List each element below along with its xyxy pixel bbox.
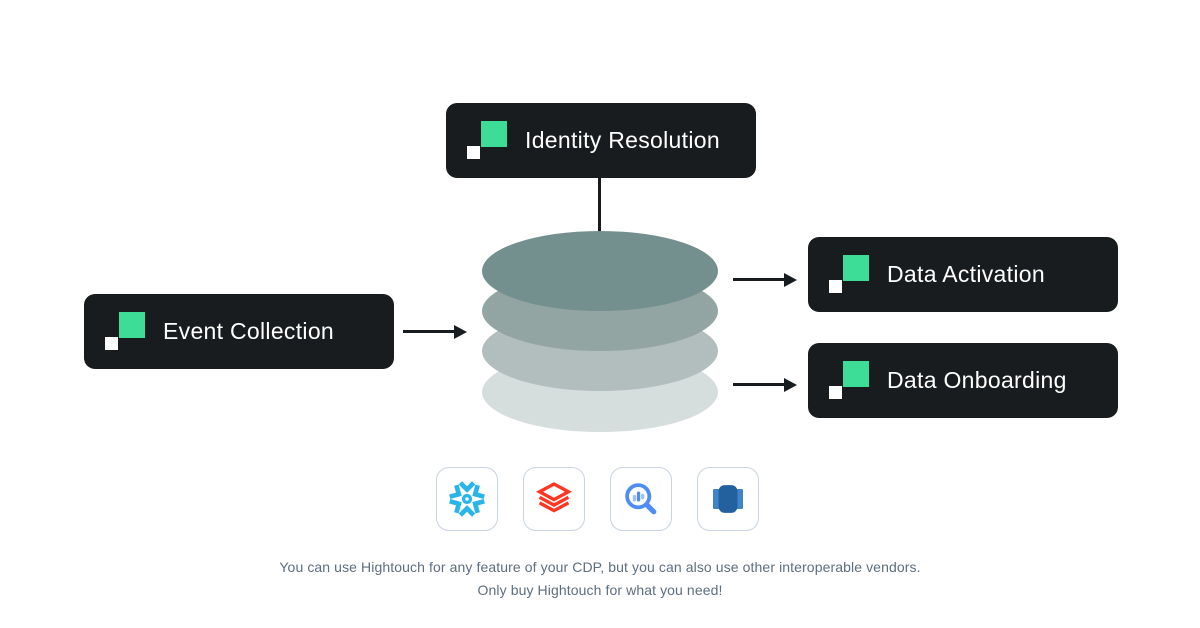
redshift-icon — [713, 485, 743, 513]
node-label: Event Collection — [163, 318, 334, 344]
vendor-tile-bigquery — [610, 467, 672, 531]
logo-white-square — [829, 280, 842, 293]
logo-white-square — [829, 386, 842, 399]
logo-green-square — [843, 255, 869, 281]
node-data-activation: Data Activation — [808, 237, 1118, 312]
node-event-collection: Event Collection — [84, 294, 394, 369]
bigquery-icon — [625, 483, 657, 515]
node-label: Identity Resolution — [525, 127, 720, 153]
arrow-warehouse-to-activation — [733, 278, 784, 281]
hightouch-logo-icon — [829, 255, 869, 294]
connector-identity-to-warehouse — [598, 178, 601, 238]
node-label: Data Activation — [887, 261, 1045, 287]
vendor-tile-databricks — [523, 467, 585, 531]
logo-green-square — [843, 361, 869, 387]
caption: You can use Hightouch for any feature of… — [0, 556, 1200, 602]
caption-line-1: You can use Hightouch for any feature of… — [279, 559, 921, 575]
logo-green-square — [481, 121, 507, 147]
vendor-tile-redshift — [697, 467, 759, 531]
snowflake-icon — [449, 481, 485, 517]
hightouch-logo-icon — [105, 312, 145, 351]
hightouch-logo-icon — [829, 361, 869, 400]
arrow-event-to-warehouse — [403, 330, 454, 333]
arrow-warehouse-to-onboarding — [733, 383, 784, 386]
node-identity-resolution: Identity Resolution — [446, 103, 756, 178]
node-data-onboarding: Data Onboarding — [808, 343, 1118, 418]
logo-white-square — [467, 146, 480, 159]
databricks-icon — [536, 482, 572, 513]
vendor-tile-snowflake — [436, 467, 498, 531]
cylinder-layer — [482, 231, 718, 311]
node-label: Data Onboarding — [887, 367, 1067, 393]
hightouch-logo-icon — [467, 121, 507, 160]
logo-green-square — [119, 312, 145, 338]
logo-white-square — [105, 337, 118, 350]
caption-line-2: Only buy Hightouch for what you need! — [477, 582, 723, 598]
